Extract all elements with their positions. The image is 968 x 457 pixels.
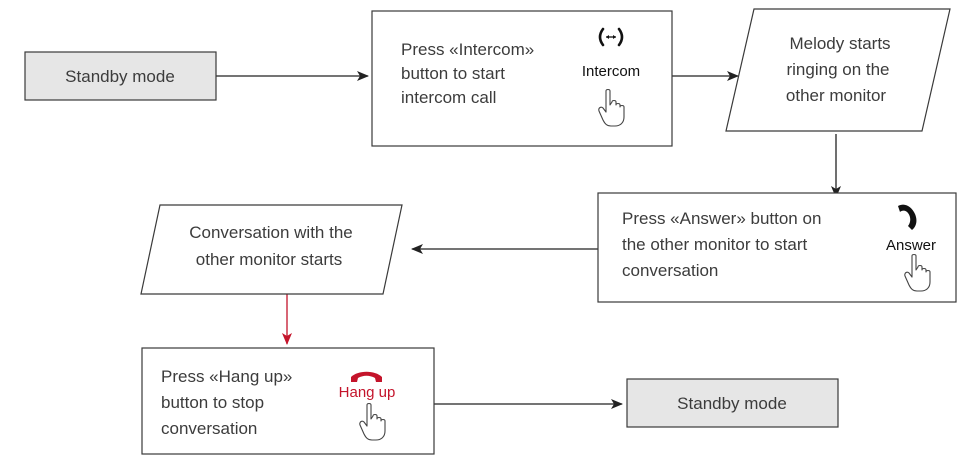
press-hangup-line-1: Press «Hang up» [161, 367, 292, 386]
press-hangup-node: Press «Hang up» button to stop conversat… [141, 347, 435, 455]
press-hangup-line-2: button to stop [161, 393, 264, 412]
intercom-arrows-icon [598, 27, 624, 47]
press-answer-line-2: the other monitor to start [622, 235, 807, 254]
press-intercom-line-1: Press «Intercom» [401, 40, 534, 59]
conversation-line-2: other monitor starts [196, 250, 342, 269]
press-intercom-line-3: intercom call [401, 88, 496, 107]
standby-end-node: Standby mode [626, 378, 839, 428]
press-hangup-line-3: conversation [161, 419, 257, 438]
standby-end-label: Standby mode [677, 394, 787, 413]
melody-line-1: Melody starts [789, 34, 890, 53]
hangup-button-label: Hang up [339, 384, 396, 401]
phone-handset-icon [898, 204, 917, 230]
intercom-button-label: Intercom [582, 63, 640, 80]
press-intercom-line-2: button to start [401, 64, 505, 83]
press-answer-node: Press «Answer» button on the other monit… [597, 192, 957, 303]
press-answer-line-1: Press «Answer» button on [622, 209, 821, 228]
melody-line-2: ringing on the [786, 60, 889, 79]
hang-up-icon [351, 371, 382, 382]
standby-start-label: Standby mode [65, 67, 175, 86]
answer-button-label: Answer [886, 237, 936, 254]
conversation-node: Conversation with the other monitor star… [140, 204, 403, 295]
melody-line-3: other monitor [786, 86, 886, 105]
press-answer-line-3: conversation [622, 261, 718, 280]
conversation-line-1: Conversation with the [189, 223, 352, 242]
standby-start-node: Standby mode [24, 51, 217, 101]
press-intercom-node: Press «Intercom» button to start interco… [371, 10, 673, 147]
melody-node: Melody starts ringing on the other monit… [725, 8, 951, 132]
